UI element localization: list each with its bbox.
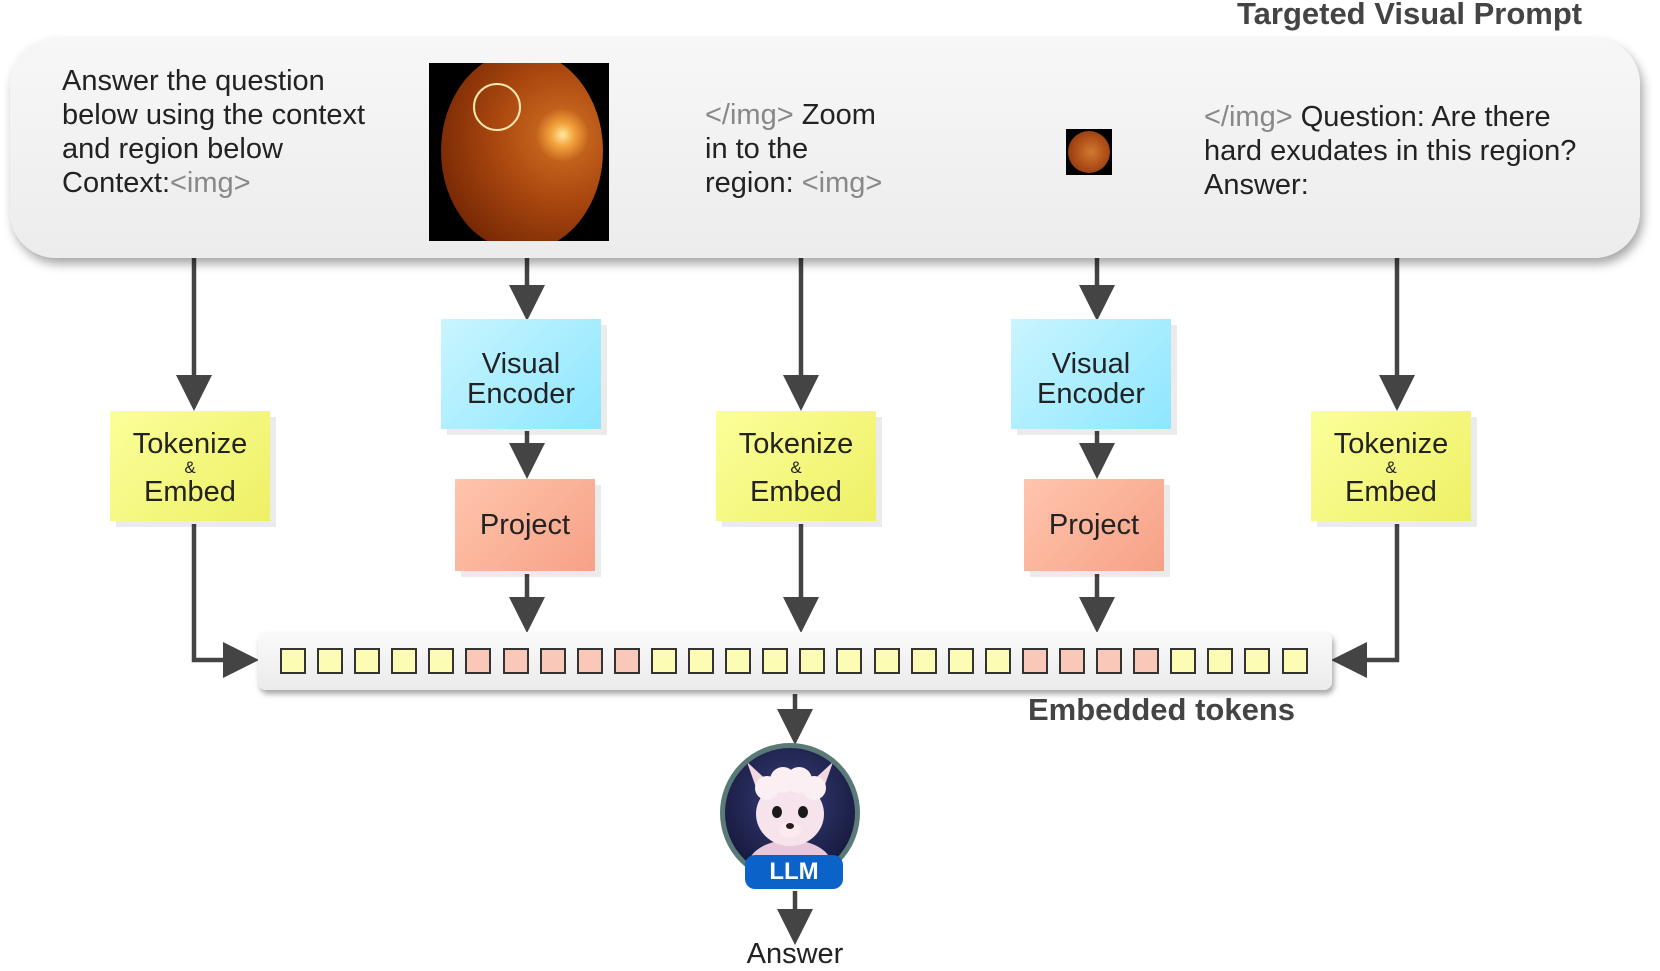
image-token <box>1058 648 1085 674</box>
arrow-tokenize3-to-tokens <box>1331 524 1400 678</box>
tokenize-embed-3: Tokenize & Embed <box>1311 411 1471 521</box>
text-token <box>947 648 974 674</box>
zoom-text-b: in to the <box>705 133 809 165</box>
text-token <box>650 648 677 674</box>
visual-encoder-2: Visual Encoder <box>1011 319 1171 429</box>
zoomed-retina-graphic <box>1068 131 1110 173</box>
prompt-zoom: </img> Zoom in to the region: <img> <box>705 98 945 200</box>
zoom-open-tag: <img> <box>801 167 883 199</box>
project-1: Project <box>455 479 595 571</box>
encoder-label: Encoder <box>1036 378 1145 410</box>
figure-title: Targeted Visual Prompt <box>1237 0 1583 31</box>
text-token <box>280 648 306 674</box>
text-token <box>799 648 826 674</box>
text-token <box>984 648 1011 674</box>
tokenize-label: Tokenize <box>132 428 248 460</box>
prompt-question: </img> Question: Are there hard exudates… <box>1204 100 1634 202</box>
text-token <box>391 648 418 674</box>
text-token <box>1170 648 1197 674</box>
zoom-close-tag: </img> <box>705 99 794 131</box>
text-token <box>762 648 789 674</box>
ampersand-label: & <box>790 458 802 477</box>
project-2: Project <box>1024 479 1164 571</box>
embed-label: Embed <box>144 476 236 508</box>
token-cells <box>280 648 1308 674</box>
visual-label: Visual <box>481 348 561 380</box>
prompt-intro: Answer the question below using the cont… <box>62 64 382 200</box>
text-token <box>688 648 715 674</box>
visual-label: Visual <box>1051 348 1131 380</box>
prompt-panel <box>10 38 1640 258</box>
question-text-a: Question: Are there <box>1292 101 1551 133</box>
answer-label: Answer <box>746 938 844 970</box>
visual-encoder-1: Visual Encoder <box>441 319 601 429</box>
question-close-tag: </img> <box>1204 101 1293 133</box>
fundus-image <box>429 63 609 241</box>
ampersand-label: & <box>1385 458 1397 477</box>
retina-graphic <box>441 63 603 241</box>
embedded-tokens-label: Embedded tokens <box>1028 692 1295 727</box>
text-token <box>317 648 344 674</box>
text-token <box>428 648 455 674</box>
text-token <box>1207 648 1234 674</box>
question-text-b: hard exudates in this region? <box>1204 135 1577 167</box>
embed-label: Embed <box>750 476 842 508</box>
region-highlight-circle <box>473 83 521 131</box>
image-token <box>465 648 492 674</box>
text-token <box>354 648 381 674</box>
arrow-tokenize1-to-tokens <box>191 524 259 678</box>
tokenize-embed-1: Tokenize & Embed <box>110 411 270 521</box>
zoom-text-a: Zoom <box>793 99 876 131</box>
question-text-c: Answer: <box>1204 169 1309 201</box>
tokenize-embed-2: Tokenize & Embed <box>716 411 876 521</box>
text-token <box>836 648 863 674</box>
project-label: Project <box>479 509 571 541</box>
embedded-token-strip <box>258 632 1332 690</box>
text-token <box>910 648 937 674</box>
embed-label: Embed <box>1345 476 1437 508</box>
project-label: Project <box>1048 509 1140 541</box>
image-token <box>539 648 566 674</box>
encoder-label: Encoder <box>466 378 575 410</box>
text-token <box>1244 648 1271 674</box>
llm-badge: LLM <box>745 855 843 889</box>
image-token <box>1021 648 1048 674</box>
tokenize-label: Tokenize <box>1333 428 1449 460</box>
zoom-text-c: region: <box>705 167 802 199</box>
image-token <box>576 648 603 674</box>
zoomed-region-image <box>1066 129 1112 175</box>
image-token <box>1096 648 1123 674</box>
text-token <box>873 648 900 674</box>
text-token <box>725 648 752 674</box>
prompt-intro-text: Answer the question below using the cont… <box>62 65 366 165</box>
context-img-tag: <img> <box>170 167 251 199</box>
tokenize-label: Tokenize <box>738 428 854 460</box>
image-token <box>1133 648 1160 674</box>
context-label: Context: <box>62 167 170 199</box>
image-token <box>613 648 640 674</box>
image-token <box>502 648 529 674</box>
ampersand-label: & <box>184 458 196 477</box>
text-token <box>1281 648 1308 674</box>
